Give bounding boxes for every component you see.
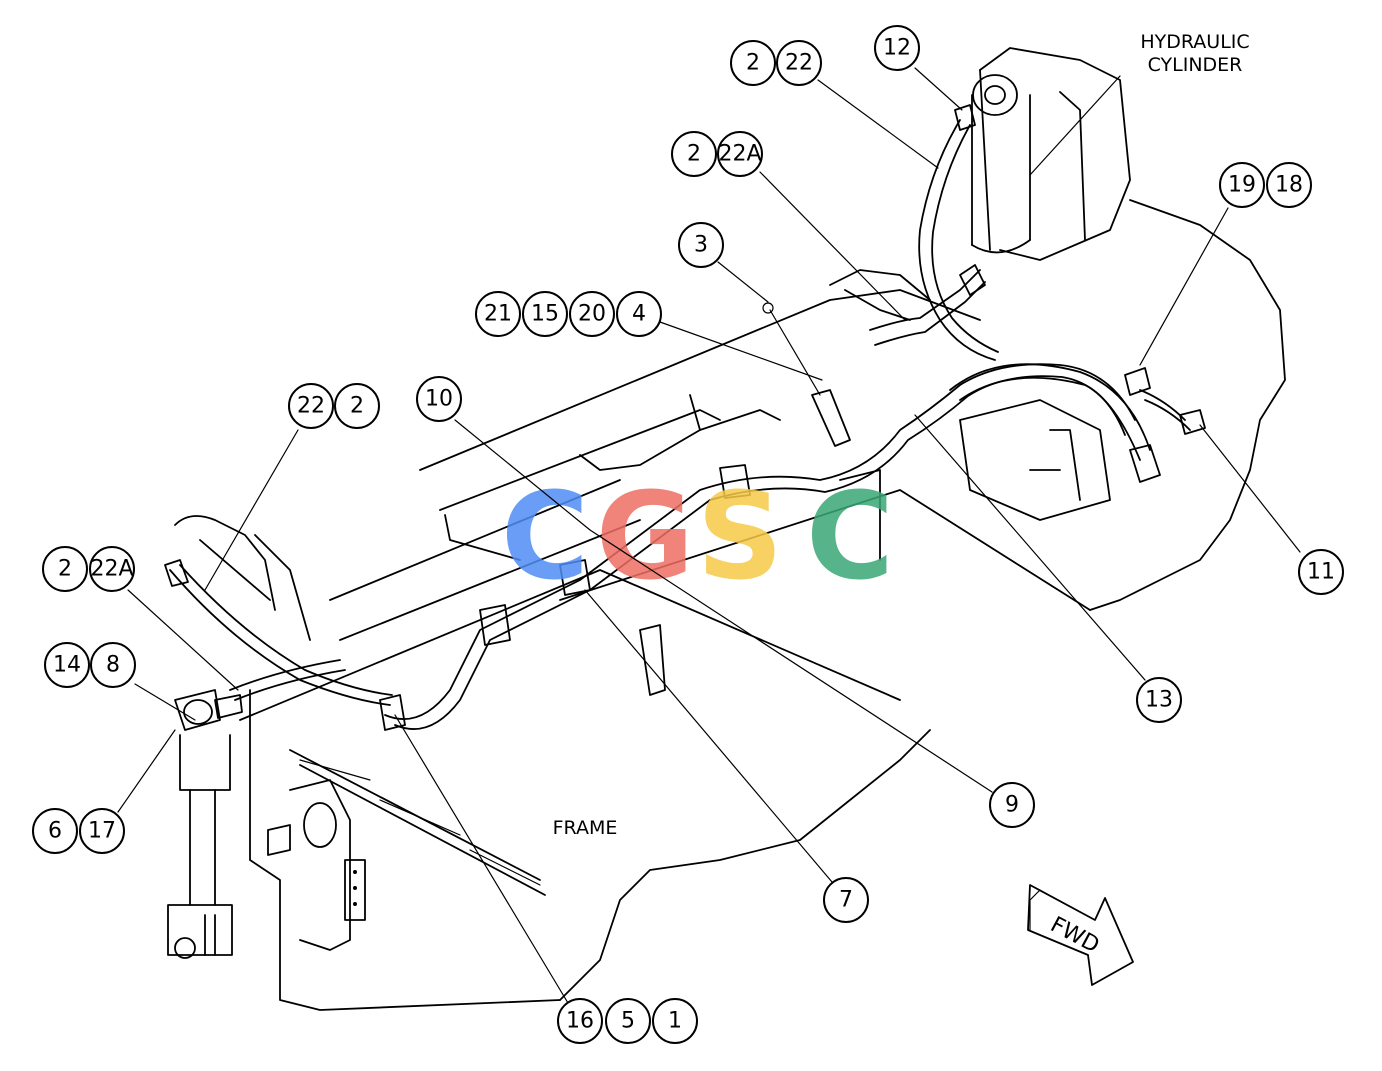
svg-text:22A: 22A — [718, 142, 761, 167]
svg-text:2: 2 — [58, 557, 72, 582]
callout-3: 3 — [678, 222, 724, 268]
svg-text:7: 7 — [839, 888, 853, 913]
watermark-letter-g: G — [596, 468, 695, 607]
callout-22a: 22A — [717, 131, 763, 177]
callout-16: 16 — [557, 998, 603, 1044]
hydraulic-cylinder-label-line1: HYDRAULIC — [1140, 31, 1249, 53]
svg-text:16: 16 — [566, 1009, 594, 1034]
callout-9: 9 — [989, 782, 1035, 828]
svg-text:9: 9 — [1005, 793, 1019, 818]
callout-18: 18 — [1266, 162, 1312, 208]
svg-text:22A: 22A — [90, 557, 133, 582]
svg-text:22: 22 — [785, 51, 813, 76]
callout-2: 2 — [730, 40, 776, 86]
callout-2: 2 — [671, 131, 717, 177]
svg-text:22: 22 — [297, 394, 325, 419]
callout-22a: 22A — [89, 546, 135, 592]
callout-21: 21 — [475, 291, 521, 337]
callout-6: 6 — [32, 808, 78, 854]
callout-7: 7 — [823, 877, 869, 923]
svg-text:10: 10 — [425, 387, 453, 412]
callout-20: 20 — [569, 291, 615, 337]
callout-22: 22 — [776, 40, 822, 86]
callout-14: 14 — [44, 642, 90, 688]
callout-13: 13 — [1136, 677, 1182, 723]
svg-text:11: 11 — [1307, 560, 1335, 585]
watermark-letter-c1: C — [501, 468, 589, 607]
svg-text:5: 5 — [621, 1009, 635, 1034]
callout-17: 17 — [79, 808, 125, 854]
callout-19: 19 — [1219, 162, 1265, 208]
svg-text:6: 6 — [48, 819, 62, 844]
svg-text:12: 12 — [883, 36, 911, 61]
svg-text:4: 4 — [632, 302, 646, 327]
frame-label: FRAME — [553, 817, 618, 839]
svg-text:17: 17 — [88, 819, 116, 844]
callout-10: 10 — [416, 376, 462, 422]
svg-text:20: 20 — [578, 302, 606, 327]
callout-15: 15 — [522, 291, 568, 337]
hydraulic-hoses — [164, 104, 1206, 731]
svg-text:2: 2 — [687, 142, 701, 167]
hydraulic-cylinder-label-line2: CYLINDER — [1148, 54, 1243, 76]
fwd-arrow: FWD — [1027, 884, 1134, 986]
callout-12: 12 — [874, 25, 920, 71]
callout-1: 1 — [652, 998, 698, 1044]
callout-11: 11 — [1298, 549, 1344, 595]
svg-text:2: 2 — [350, 394, 364, 419]
svg-text:2: 2 — [746, 51, 760, 76]
callout-22: 22 — [288, 383, 334, 429]
svg-text:19: 19 — [1228, 173, 1256, 198]
svg-text:8: 8 — [106, 653, 120, 678]
leader-lines — [117, 67, 1301, 1004]
svg-text:21: 21 — [484, 302, 512, 327]
watermark-logo: C G S C — [501, 468, 894, 607]
svg-text:18: 18 — [1275, 173, 1303, 198]
watermark-letter-c2: C — [806, 468, 894, 607]
callout-2: 2 — [334, 383, 380, 429]
svg-text:13: 13 — [1145, 688, 1173, 713]
callout-8: 8 — [90, 642, 136, 688]
svg-text:3: 3 — [694, 233, 708, 258]
watermark-letter-s: S — [697, 468, 783, 607]
callout-5: 5 — [605, 998, 651, 1044]
svg-text:14: 14 — [53, 653, 81, 678]
svg-text:15: 15 — [531, 302, 559, 327]
svg-text:1: 1 — [668, 1009, 682, 1034]
callout-4: 4 — [616, 291, 662, 337]
callout-2: 2 — [42, 546, 88, 592]
